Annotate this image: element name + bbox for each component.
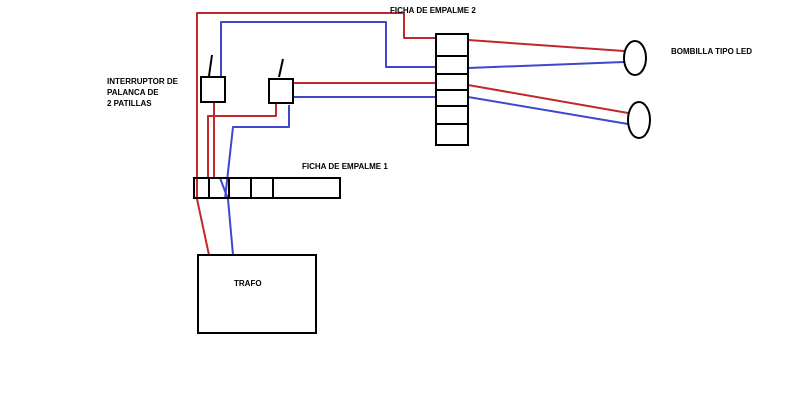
switch-label-line-2: PALANCA DE — [107, 88, 159, 97]
switch-label-line-3: 2 PATILLAS — [107, 99, 152, 108]
transformer-label: TRAFO — [234, 279, 262, 288]
terminal-block-1 — [193, 177, 341, 199]
red-wire-main — [196, 12, 436, 256]
switch-1-body — [200, 76, 226, 103]
red-wire-lamp1 — [467, 39, 625, 52]
blue-wire-switch2-feed — [224, 105, 290, 200]
switch-2-lever — [278, 58, 284, 78]
blue-wire-lamp1 — [467, 61, 625, 69]
switch-label-line-1: INTERRUPTOR DE — [107, 77, 178, 86]
red-wire-switch2-feed — [207, 104, 277, 178]
red-wire-lamp2 — [467, 84, 629, 114]
led-bulb-label: BOMBILLA TIPO LED — [671, 47, 753, 56]
blue-wire-switch1 — [220, 21, 436, 77]
led-bulb-1 — [623, 40, 647, 76]
red-wires — [196, 12, 629, 256]
switch-1-lever — [208, 54, 213, 77]
switch-2-body — [268, 78, 294, 104]
outlines — [193, 33, 651, 334]
transformer-box — [197, 254, 317, 334]
terminal-block-2-label: FICHA DE EMPALME 2 — [390, 6, 476, 15]
terminal-block-1-label: FICHA DE EMPALME 1 — [302, 162, 388, 171]
blue-wires — [219, 21, 629, 256]
led-bulb-2 — [627, 101, 651, 139]
blue-wire-lamp2 — [467, 96, 629, 125]
